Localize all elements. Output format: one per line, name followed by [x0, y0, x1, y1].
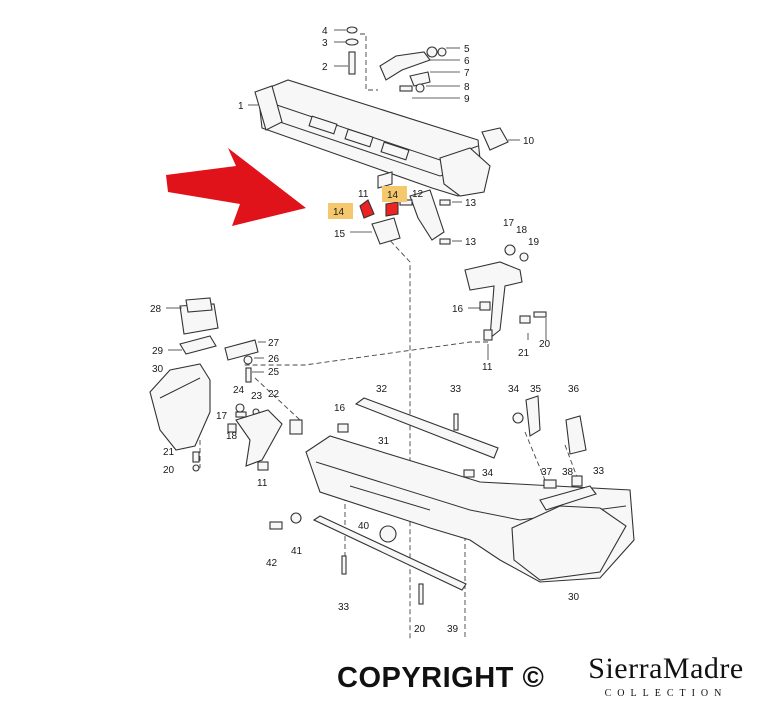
- part-label: 33: [338, 602, 350, 613]
- highlighted-part-label: 14: [333, 207, 345, 218]
- part-label: 15: [334, 229, 346, 240]
- part-label: 21: [518, 348, 530, 359]
- top-hardware: [345, 26, 447, 93]
- part-label: 25: [268, 367, 280, 378]
- bumper-cover: [305, 435, 635, 583]
- highlighted-part-label: 14: [387, 190, 399, 201]
- part-label: 18: [516, 225, 528, 236]
- part-label: 6: [464, 56, 470, 67]
- part-label: 20: [163, 465, 175, 476]
- part-label: 23: [251, 391, 263, 402]
- part-label: 20: [539, 339, 551, 350]
- part-label: 31: [378, 436, 390, 447]
- part-label: 26: [268, 354, 280, 365]
- leader-lines: [166, 29, 547, 373]
- part-label: 16: [452, 304, 464, 315]
- fasteners: [269, 199, 475, 605]
- part-label: 16: [334, 403, 346, 414]
- part-label: 19: [528, 237, 540, 248]
- part-label: 17: [216, 411, 228, 422]
- brand-logo-subtitle: COLLECTION: [604, 688, 728, 699]
- part-label: 5: [464, 44, 470, 55]
- part-label: 4: [322, 26, 328, 37]
- highlight-boxes: [328, 186, 407, 219]
- side-mount-pieces: [512, 395, 587, 489]
- part-label: 13: [465, 198, 477, 209]
- part-number-labels: 4 3 2 5 6 7 8 9 1 10 11 12 13 13 15 17 1…: [150, 26, 605, 635]
- part-label: 11: [358, 189, 369, 200]
- red-pointer-arrow: [166, 148, 306, 226]
- part-label: 33: [450, 384, 462, 395]
- part-label: 18: [226, 431, 238, 442]
- copyright-notice: COPYRIGHT ©: [337, 662, 545, 694]
- part-label: 28: [150, 304, 162, 315]
- part-label: 36: [568, 384, 580, 395]
- part-label: 27: [268, 338, 280, 349]
- part-label: 2: [322, 62, 328, 73]
- part-label: 39: [447, 624, 459, 635]
- left-side-bracket: [179, 297, 303, 471]
- left-bumper-end: [149, 363, 211, 472]
- part-label: 30: [568, 592, 580, 603]
- part-label: 17: [503, 218, 515, 229]
- right-side-bracket: [464, 244, 547, 341]
- bumper-reinforcement-beam: [254, 79, 509, 197]
- bumper-strips: [312, 397, 499, 591]
- part-label: 9: [464, 94, 470, 105]
- part-label: 12: [412, 189, 424, 200]
- center-mount-brackets: [359, 171, 451, 245]
- part-label: 33: [593, 466, 605, 477]
- part-label: 10: [523, 136, 535, 147]
- part-label: 34: [482, 468, 494, 479]
- part-label: 40: [358, 521, 370, 532]
- part-label: 41: [291, 546, 303, 557]
- part-label: 11: [482, 362, 493, 373]
- part-label: 8: [464, 82, 470, 93]
- part-label: 37: [541, 467, 553, 478]
- part-label: 3: [322, 38, 328, 49]
- part-label: 24: [233, 385, 245, 396]
- part-label: 35: [530, 384, 542, 395]
- brand-logo-text: SierraMadre: [588, 652, 744, 685]
- part-label: 21: [163, 447, 175, 458]
- part-label: 13: [465, 237, 477, 248]
- part-label: 32: [376, 384, 388, 395]
- part-label: 11: [257, 478, 268, 489]
- part-label: 7: [464, 68, 470, 79]
- part-label: 38: [562, 467, 574, 478]
- part-label: 34: [508, 384, 520, 395]
- part-label: 29: [152, 346, 164, 357]
- part-label: 1: [238, 101, 244, 112]
- part-label: 22: [268, 389, 280, 400]
- part-label: 42: [266, 558, 278, 569]
- part-label: 30: [152, 364, 164, 375]
- part-label: 20: [414, 624, 426, 635]
